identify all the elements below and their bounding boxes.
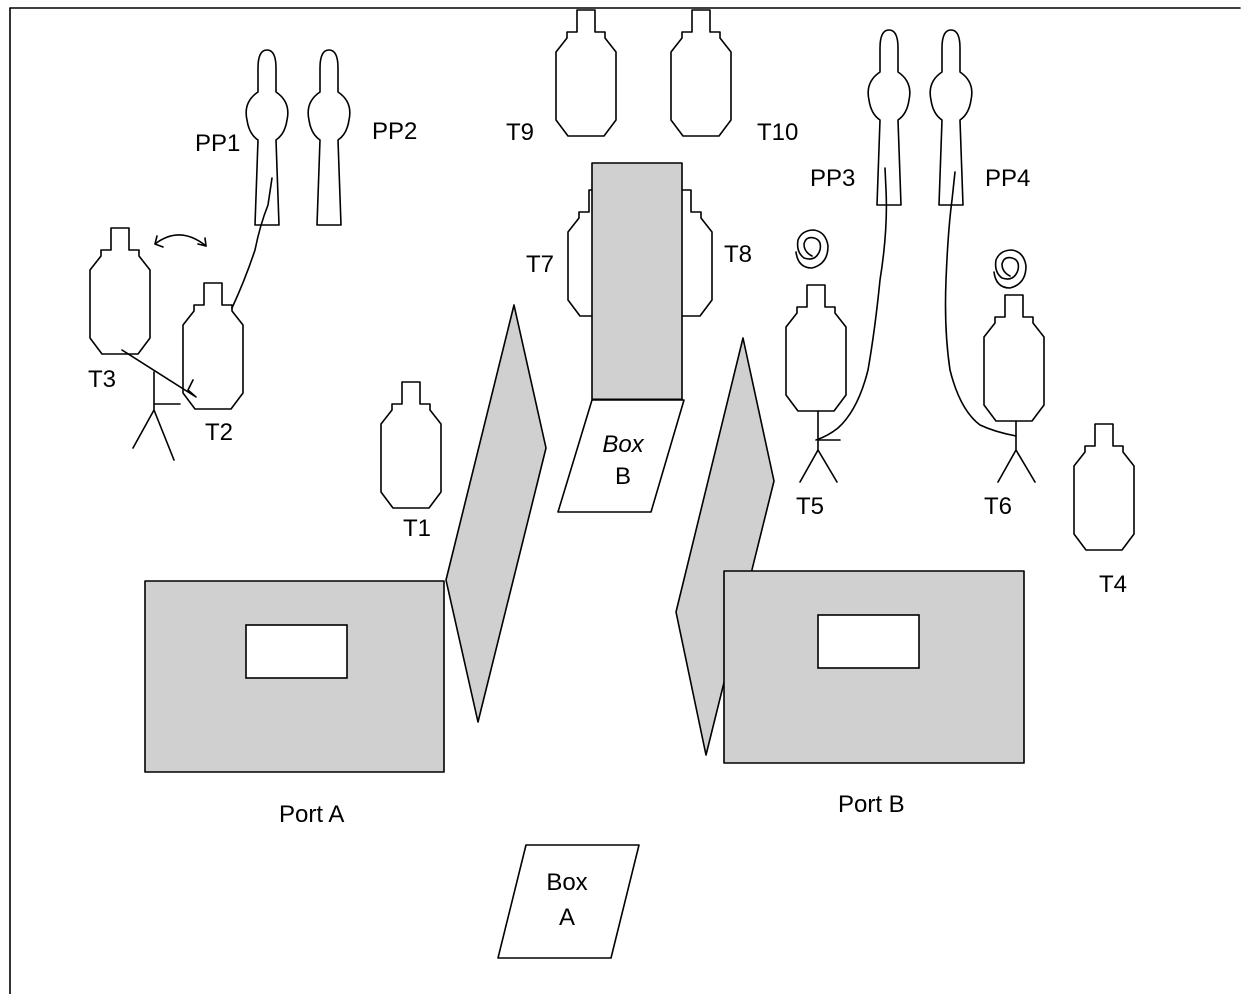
stand-t6 — [997, 420, 1036, 483]
stand-t5 — [799, 410, 841, 483]
box-b-label-2: B — [615, 463, 631, 490]
popper-pp4 — [929, 29, 973, 206]
label-t3: T3 — [88, 366, 116, 393]
popper-pp2 — [307, 49, 351, 226]
label-pp4: PP4 — [985, 165, 1030, 192]
swinger-stand — [132, 371, 181, 461]
swing-arrow — [154, 234, 207, 247]
label-port-b: Port B — [838, 791, 905, 818]
target-t6 — [983, 294, 1045, 422]
center-wall — [591, 162, 683, 401]
target-t9 — [555, 9, 617, 137]
label-t10: T10 — [757, 119, 798, 146]
box-a — [497, 844, 640, 959]
popper-pp3 — [867, 29, 911, 206]
box-b — [557, 399, 685, 513]
label-t9: T9 — [506, 119, 534, 146]
label-t1: T1 — [403, 515, 431, 542]
popper-pp1 — [245, 49, 289, 226]
swinger-arm — [121, 349, 197, 398]
box-a-label-2: A — [559, 904, 575, 931]
swing-arrowhead-left-icon — [154, 235, 164, 248]
port-b-window — [817, 614, 920, 669]
label-pp1: PP1 — [195, 130, 240, 157]
label-t8: T8 — [724, 241, 752, 268]
swing-arrowhead-right-icon — [197, 237, 207, 247]
label-t5: T5 — [796, 493, 824, 520]
target-t3 — [89, 227, 151, 355]
label-t7: T7 — [526, 251, 554, 278]
target-t4 — [1073, 423, 1135, 551]
cable-pp3-t5 — [815, 167, 888, 441]
target-t10 — [670, 9, 732, 137]
target-t5 — [785, 284, 847, 412]
target-t1 — [380, 381, 442, 509]
cable-pp1-t2 — [231, 177, 273, 309]
box-a-label-1: Box — [546, 869, 587, 896]
cable-pp4-t6 — [944, 171, 1017, 437]
label-pp2: PP2 — [372, 118, 417, 145]
label-t6: T6 — [984, 493, 1012, 520]
spiral-icon-t6 — [993, 249, 1027, 289]
label-t2: T2 — [205, 419, 233, 446]
label-port-a: Port A — [279, 801, 344, 828]
left-wing-wall — [445, 304, 547, 723]
label-pp3: PP3 — [810, 165, 855, 192]
port-a-window — [245, 624, 348, 679]
right-wing-wall — [675, 337, 775, 756]
box-b-label-1: Box — [602, 431, 644, 458]
label-t4: T4 — [1099, 571, 1127, 598]
spiral-icon-t5 — [795, 229, 829, 269]
